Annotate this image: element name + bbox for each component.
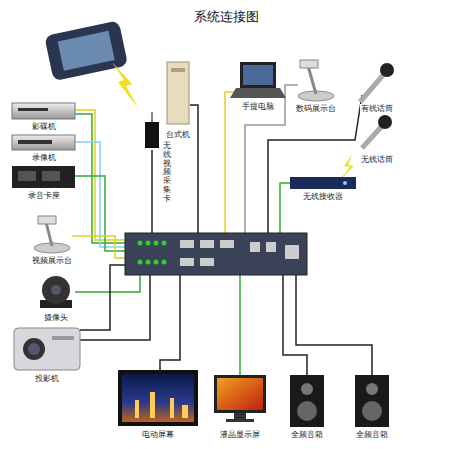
device-label: 录像机 <box>32 153 56 162</box>
vertical-label: 无线视频采集卡 <box>163 142 171 204</box>
device-label-box: 数码展示台 <box>295 104 337 114</box>
device-label-box: 有线话筒 <box>360 104 394 114</box>
device-label-box: 液晶显示屏 <box>219 430 261 440</box>
device-label: 电动屏幕 <box>142 430 174 439</box>
device-label-box: 全频音箱 <box>290 430 324 440</box>
device-label: 液晶显示屏 <box>220 430 260 439</box>
device-label: 全频音箱 <box>356 430 388 439</box>
device-label: 手提电脑 <box>242 102 274 111</box>
device-label: 投影机 <box>35 374 59 383</box>
device-label: 无线话筒 <box>361 155 393 164</box>
device-label-box: 全频音箱 <box>355 430 389 440</box>
device-label: 影碟机 <box>32 122 56 131</box>
device-label: 有线话筒 <box>361 104 393 113</box>
device-label-box: 台式机 <box>165 130 191 140</box>
device-label-box: 电动屏幕 <box>141 430 175 440</box>
device-label: 无线接收器 <box>303 192 343 201</box>
device-label-box: 影碟机 <box>31 122 57 132</box>
device-label-box: 录音卡座 <box>27 191 61 201</box>
device-label-box: 无线接收器 <box>302 192 344 202</box>
device-label-box: 视频展示台 <box>31 256 73 266</box>
device-label: 台式机 <box>166 130 190 139</box>
device-label: 录音卡座 <box>28 191 60 200</box>
diagram-title: 系统连接图 <box>0 8 453 26</box>
device-label-box: 手提电脑 <box>241 102 275 112</box>
device-label: 全频音箱 <box>291 430 323 439</box>
device-label-box: 录像机 <box>31 153 57 163</box>
device-label-box: 无线话筒 <box>360 155 394 165</box>
device-label-box: 摄像头 <box>43 313 69 323</box>
device-label: 视频展示台 <box>32 256 72 265</box>
device-label: 数码展示台 <box>296 104 336 113</box>
device-label: 摄像头 <box>44 313 68 322</box>
device-label-box: 投影机 <box>34 374 60 384</box>
